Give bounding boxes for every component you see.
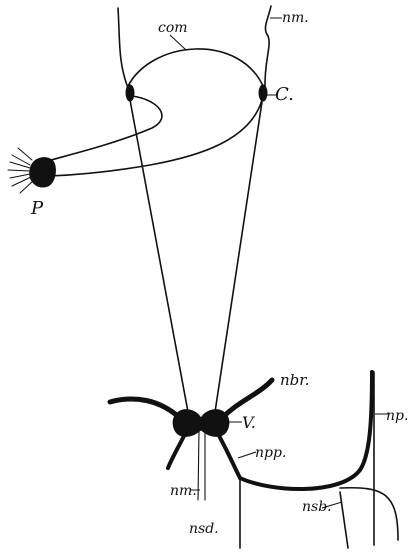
P-organ	[30, 158, 56, 187]
right-cerebral-ganglion	[259, 85, 267, 101]
label-nsb: nsb.	[302, 499, 332, 515]
right-connective	[215, 102, 262, 412]
label-npp: npp.	[255, 445, 286, 461]
left-loop-nerve	[44, 96, 162, 162]
V-ganglion	[173, 410, 229, 437]
label-np: np.	[386, 408, 408, 424]
label-P: P	[30, 198, 44, 219]
label-nsd: nsd.	[189, 521, 219, 537]
p-fibers	[8, 148, 33, 193]
npp-nerve	[218, 434, 240, 478]
left-lower-nerve	[168, 432, 186, 468]
right-top-nerve	[265, 6, 271, 90]
left-cerebral-ganglion	[126, 85, 134, 101]
label-nm-bottom: nm.	[170, 483, 197, 499]
label-V: V.	[242, 413, 256, 432]
nsb-nerve-inner	[340, 492, 348, 548]
left-top-nerve	[118, 8, 128, 88]
label-nbr: nbr.	[280, 371, 310, 389]
commissure	[127, 49, 264, 88]
left-connective	[130, 100, 188, 412]
nsb-nerve-outer	[340, 488, 398, 540]
left-nbr-nerve	[110, 399, 180, 418]
right-long-nerve	[50, 100, 262, 176]
label-nm-top: nm.	[282, 10, 309, 26]
label-com: com	[158, 20, 188, 36]
